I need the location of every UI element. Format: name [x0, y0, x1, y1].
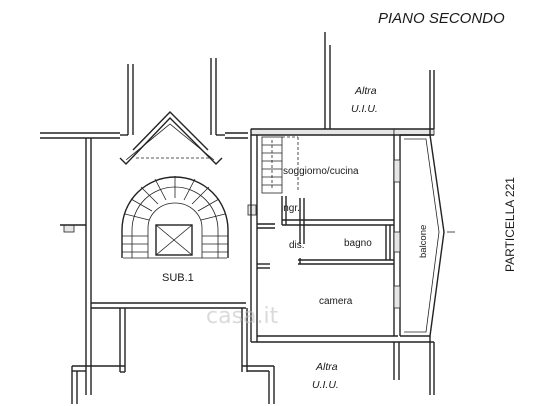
room-label-bagno: bagno [344, 238, 372, 249]
neighbor-top-line2: U.I.U. [351, 103, 378, 115]
plan-title: PIANO SECONDO [378, 10, 505, 27]
room-label-ingresso: ingr. [281, 203, 300, 214]
internal-stair [261, 136, 299, 194]
neighbor-bottom-line1: Altra [315, 361, 338, 373]
neighbor-top-line1: Altra [354, 85, 377, 97]
room-label-disimpegno: dis. [289, 240, 305, 251]
apartment-walls [250, 128, 435, 343]
neighbor-bottom-line2: U.I.U. [312, 379, 339, 391]
room-label-camera: camera [319, 296, 353, 307]
parcel-label: PARTICELLA 221 [503, 177, 517, 272]
balcony [400, 129, 455, 395]
lower-left-walls [71, 308, 275, 404]
room-label-balcone: balcone [418, 225, 429, 258]
light-well [119, 58, 225, 166]
left-building [40, 132, 257, 395]
spiral-staircase [121, 176, 229, 259]
sub-label: SUB.1 [162, 272, 194, 284]
neighbor-boundaries [324, 32, 435, 380]
watermark: casa.it [206, 304, 279, 329]
room-label-soggiorno: soggiorno/cucina [283, 166, 359, 177]
